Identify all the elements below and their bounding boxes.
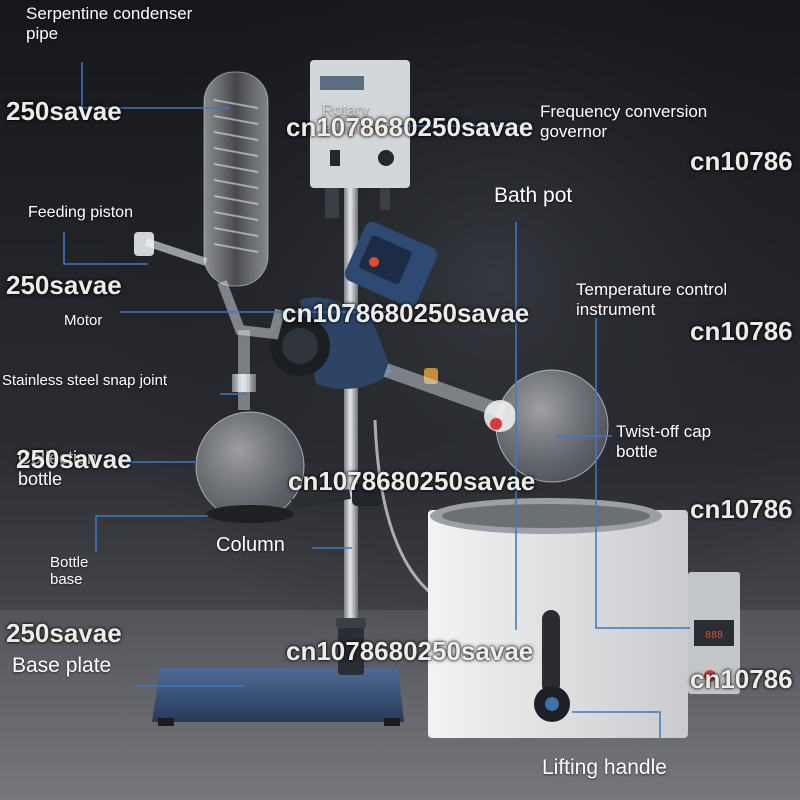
base-plate-foot-right (384, 718, 400, 726)
watermark: cn1078680250savae (282, 298, 530, 328)
feeding-piston-tube (144, 238, 208, 266)
label-lifting-handle: Lifting handle (542, 756, 667, 779)
temperature-display (694, 620, 734, 646)
label-column: Column (216, 534, 285, 556)
label-frequency-governor: Frequency conversion governor (540, 102, 708, 141)
vacuum-hose (373, 419, 441, 602)
control-box-cable-2 (380, 188, 390, 210)
label-bath-pot: Bath pot (494, 184, 573, 207)
leader-lines (63, 62, 690, 740)
control-box-display (320, 76, 364, 90)
fitting (424, 368, 438, 384)
column-collar-ring (336, 618, 366, 628)
label-motor: Motor (64, 312, 103, 329)
watermark: 250savae (6, 618, 122, 648)
label-temperature-control: Temperature control instrument (576, 280, 728, 319)
temperature-reading: 888 (705, 630, 723, 641)
label-base-plate: Base plate (12, 654, 112, 677)
clamp-knob (352, 484, 382, 506)
label-rotary-evaporator: Rotary evaporator (322, 102, 399, 138)
power-switch (330, 150, 340, 166)
leader-serpentine (81, 62, 230, 109)
base-plate-foot-left (158, 718, 174, 726)
leader-temperature (595, 318, 690, 629)
bottle-base (206, 505, 294, 523)
motor (344, 221, 437, 307)
label-collection-bottle: Collection bottle (18, 448, 98, 489)
condenser-outlet (217, 280, 285, 340)
leader-lifting (572, 711, 661, 740)
motor-housing (300, 297, 392, 389)
leader-feeding (63, 232, 148, 265)
bottle-clamp-arm (291, 489, 351, 509)
speed-knob (378, 150, 394, 166)
watermark: cn1078680250savae (286, 112, 534, 142)
bath-inner (442, 504, 650, 528)
watermark: cn10786 (690, 316, 793, 346)
rotation-hub-inner (282, 328, 318, 364)
label-twist-off-cap-bottle: Twist-off cap bottle (616, 422, 712, 461)
flask-neck (383, 363, 507, 419)
watermark: 250savae (16, 444, 132, 474)
lifting-handle-center (545, 697, 559, 711)
watermark: 250savae (6, 96, 122, 126)
watermark: cn1078680250savae (286, 636, 534, 666)
condenser-coil (213, 99, 259, 253)
label-serpentine-condenser: Serpentine condenser pipe (26, 4, 193, 43)
temperature-switch (704, 670, 716, 682)
snap-joint (232, 374, 256, 392)
label-snap-joint: Stainless steel snap joint (2, 372, 168, 389)
label-bottle-base: Bottle base (50, 554, 89, 589)
watermark: cn10786 (690, 146, 793, 176)
watermark: cn10786 (690, 494, 793, 524)
column-collar (338, 620, 364, 675)
base-plate (152, 668, 404, 722)
feeding-piston (134, 232, 154, 256)
column (344, 180, 358, 630)
watermark: cn1078680250savae (288, 466, 536, 496)
lifting-slot (542, 610, 560, 694)
label-feeding-piston: Feeding piston (28, 204, 133, 221)
receiver-neck (238, 330, 250, 410)
condenser (203, 71, 269, 287)
control-box-cable (325, 188, 339, 218)
leader-bottle-base (95, 515, 208, 552)
flask-cap-mark (490, 418, 502, 430)
watermark: cn10786 (690, 664, 793, 694)
watermark: 250savae (6, 270, 122, 300)
